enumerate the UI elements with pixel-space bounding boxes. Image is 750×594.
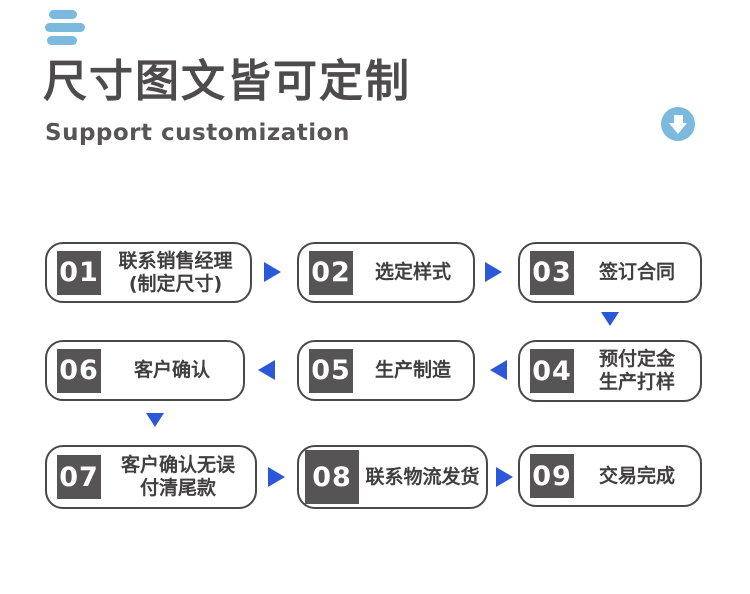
arrow-right-icon <box>485 262 502 282</box>
page-title: 尺寸图文皆可定制 <box>43 56 411 107</box>
step-label-line1: 联系物流发货 <box>365 465 480 488</box>
step-number-badge: 08 <box>305 450 359 504</box>
arrow-left-icon <box>490 360 507 380</box>
step-box-01: 01 联系销售经理 (制定尺寸) <box>45 242 252 303</box>
step-label: 生产制造 <box>353 359 473 382</box>
step-label-line1: 生产制造 <box>374 359 451 382</box>
step-label-line1: 联系销售经理 <box>118 249 233 272</box>
step-label-line1: 交易完成 <box>598 464 675 487</box>
step-label-line2: 付清尾款 <box>139 477 216 499</box>
step-label-line2: 生产打样 <box>598 371 675 393</box>
arrow-head <box>669 122 687 134</box>
step-label-line1: 客户确认 <box>133 359 210 382</box>
arrow-left-icon <box>258 360 275 380</box>
arrow-stem <box>673 114 683 123</box>
step-box-07: 07 客户确认无误 付清尾款 <box>45 445 257 509</box>
step-number-badge: 04 <box>530 349 574 393</box>
bar <box>47 36 77 45</box>
bar <box>49 10 77 19</box>
step-box-05: 05 生产制造 <box>297 340 475 401</box>
step-box-03: 03 签订合同 <box>518 242 702 303</box>
page-subtitle: Support customization <box>45 120 350 146</box>
step-label: 联系销售经理 (制定尺寸) <box>101 250 250 296</box>
arrow-down-icon <box>601 312 619 326</box>
step-label: 交易完成 <box>574 465 700 488</box>
step-number-badge: 02 <box>309 250 353 295</box>
step-label: 客户确认无误 付清尾款 <box>101 454 255 500</box>
three-bars-icon <box>45 10 87 46</box>
arrow-right-icon <box>268 467 285 487</box>
step-number-badge: 05 <box>309 348 353 393</box>
down-arrow-circle-icon <box>661 107 695 141</box>
bar <box>45 23 85 32</box>
step-number-badge: 09 <box>530 454 574 498</box>
step-label: 预付定金 生产打样 <box>574 348 700 394</box>
step-label-line1: 客户确认无误 <box>120 454 235 477</box>
step-label: 联系物流发货 <box>359 466 486 489</box>
step-label: 客户确认 <box>101 359 243 382</box>
step-box-06: 06 客户确认 <box>45 340 245 401</box>
step-box-08: 08 联系物流发货 <box>297 445 488 509</box>
arrow-right-icon <box>264 262 281 282</box>
step-box-09: 09 交易完成 <box>518 445 702 507</box>
arrow-down-icon <box>146 413 164 427</box>
step-box-02: 02 选定样式 <box>297 242 475 303</box>
step-label: 选定样式 <box>353 261 473 284</box>
arrow-right-icon <box>496 467 513 487</box>
step-number-badge: 01 <box>57 250 101 295</box>
step-label: 签订合同 <box>574 261 700 284</box>
step-label-line1: 选定样式 <box>374 261 451 284</box>
step-number-badge: 03 <box>530 250 574 295</box>
step-label-line2: (制定尺寸) <box>128 272 223 295</box>
step-number-badge: 07 <box>57 455 101 499</box>
step-number-badge: 06 <box>57 348 101 393</box>
step-box-04: 04 预付定金 生产打样 <box>518 340 702 402</box>
step-label-line1: 预付定金 <box>598 348 675 371</box>
step-label-line1: 签订合同 <box>598 261 675 284</box>
